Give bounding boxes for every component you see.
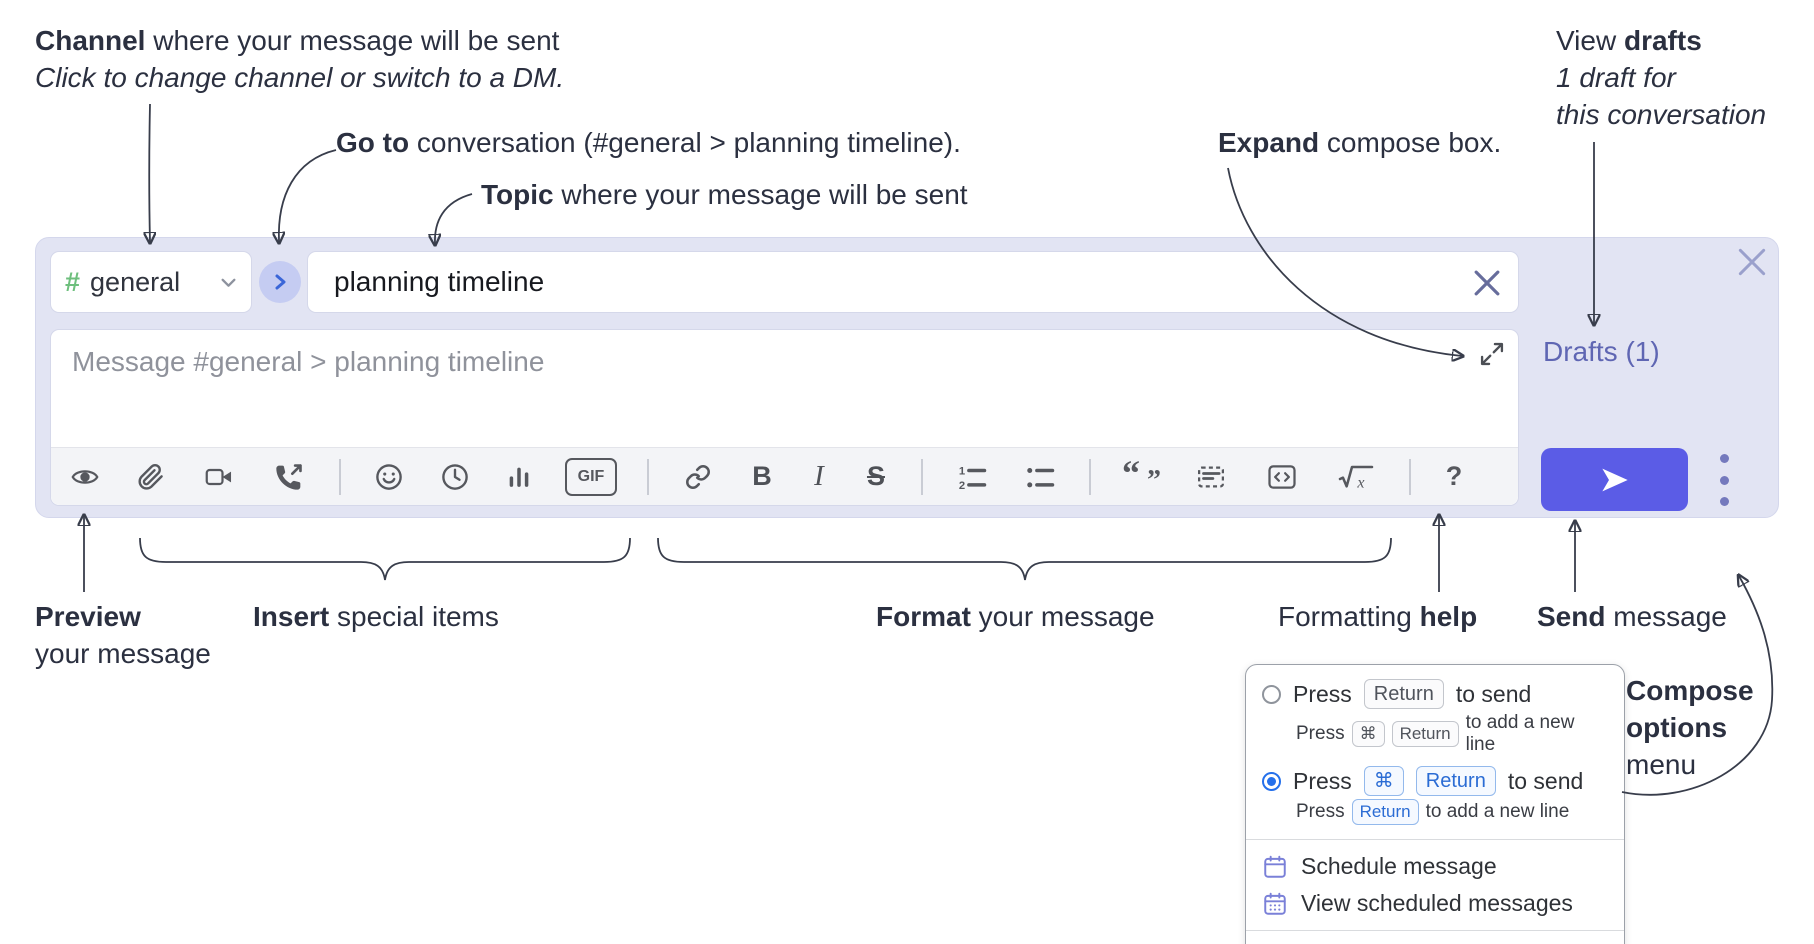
gif-icon[interactable]: GIF xyxy=(565,457,617,496)
kbd-return: Return xyxy=(1363,679,1444,709)
annotation-send: Send message xyxy=(1537,601,1727,632)
compose-options-menu: Press Return to send Press ⌘ Return to a… xyxy=(1245,664,1625,944)
channel-hash-icon: # xyxy=(65,266,81,297)
drafts-link[interactable]: Drafts (1) xyxy=(1543,336,1660,367)
close-compose-icon[interactable] xyxy=(1738,248,1766,276)
svg-text:2: 2 xyxy=(959,479,965,491)
quote-icon[interactable]: “” xyxy=(1122,452,1161,496)
bold-icon[interactable]: B xyxy=(752,461,772,491)
channel-selector[interactable]: # general xyxy=(50,251,252,313)
calendar-grid-icon xyxy=(1264,892,1286,915)
arrow-channel xyxy=(149,103,150,242)
annotation-formatting-help: Formatting help xyxy=(1278,601,1478,632)
preview-icon[interactable] xyxy=(67,459,103,495)
math-icon[interactable]: x xyxy=(1333,459,1379,495)
clear-topic-icon[interactable] xyxy=(1474,270,1500,296)
arrow-go-to xyxy=(279,149,337,242)
bulleted-list-icon[interactable] xyxy=(1021,459,1059,495)
menu-item-view-scheduled-messages[interactable]: View scheduled messages xyxy=(1246,885,1624,922)
send-icon xyxy=(1601,468,1628,491)
attach-file-icon[interactable] xyxy=(133,459,169,495)
ellipsis-dot xyxy=(1719,454,1729,463)
option-enter-to-send[interactable]: Press Return to send xyxy=(1246,675,1624,709)
kbd-return: Return xyxy=(1351,799,1419,825)
calendar-icon xyxy=(1264,855,1286,878)
kbd-return: Return xyxy=(1391,721,1459,747)
radio-unselected[interactable] xyxy=(1262,684,1281,704)
annotation-view-drafts: View drafts 1 draft for this conversatio… xyxy=(1556,25,1767,130)
annotation-go-to: Go to conversation (#general > planning … xyxy=(336,127,961,158)
option-enter-to-send-subtext: Press ⌘ Return to add a new line xyxy=(1296,712,1575,755)
toolbar-divider xyxy=(339,458,341,495)
menu-divider xyxy=(1246,930,1624,931)
send-button[interactable] xyxy=(1541,448,1688,511)
toolbar-divider xyxy=(921,458,923,495)
chevron-down-icon xyxy=(221,278,236,287)
ellipsis-dot xyxy=(1719,475,1729,485)
radio-selected[interactable] xyxy=(1262,771,1281,791)
menu-item-save-draft[interactable]: Save draft and start a new message xyxy=(1246,939,1624,944)
link-icon[interactable] xyxy=(679,459,717,495)
video-call-icon[interactable] xyxy=(199,459,239,495)
menu-divider xyxy=(1246,839,1624,840)
message-input[interactable] xyxy=(51,330,1518,448)
go-to-conversation-button[interactable] xyxy=(259,261,301,303)
voice-call-icon[interactable] xyxy=(269,459,309,495)
code-icon[interactable] xyxy=(1261,459,1303,495)
annotation-expand: Expand compose box. xyxy=(1218,127,1502,158)
message-box: GIF B I S 12 “” x ? xyxy=(50,329,1519,506)
kbd-cmd: ⌘ xyxy=(1351,721,1385,747)
menu-item-schedule-message[interactable]: Schedule message xyxy=(1246,848,1624,885)
annotation-preview: Preview your message xyxy=(35,601,211,669)
option-cmd-enter-to-send-subtext: Press Return to add a new line xyxy=(1246,796,1624,831)
compose-options-menu-button[interactable] xyxy=(1712,454,1736,506)
compose-box: # general Drafts (1) xyxy=(35,237,1779,518)
annotation-compose-options: Compose options menu xyxy=(1626,675,1754,780)
svg-text:1: 1 xyxy=(959,465,965,477)
poll-icon[interactable] xyxy=(503,459,535,495)
channel-name: general xyxy=(90,266,181,297)
ellipsis-dot xyxy=(1719,497,1729,506)
kbd-cmd: ⌘ xyxy=(1363,766,1404,796)
message-formatting-help-icon[interactable]: ? xyxy=(1445,461,1463,491)
italic-icon[interactable]: I xyxy=(814,460,824,492)
toolbar-divider xyxy=(1089,458,1091,495)
chevron-right-icon xyxy=(275,274,286,290)
toolbar-divider xyxy=(647,458,649,495)
svg-text:x: x xyxy=(1356,474,1364,491)
expand-compose-icon[interactable] xyxy=(1478,340,1506,368)
kbd-return: Return xyxy=(1415,766,1496,796)
option-cmd-enter-to-send[interactable]: Press ⌘ Return to send xyxy=(1246,762,1624,796)
topic-input-box xyxy=(307,251,1519,313)
spoiler-icon[interactable] xyxy=(1191,459,1231,495)
annotation-format: Format your message xyxy=(876,601,1155,632)
strikethrough-icon[interactable]: S xyxy=(866,461,885,491)
brace-format xyxy=(657,537,1392,581)
emoji-icon[interactable] xyxy=(371,459,407,495)
annotation-channel: Channel where your message will be sent … xyxy=(35,25,565,93)
annotation-topic: Topic where your message will be sent xyxy=(481,179,968,210)
topic-input[interactable] xyxy=(308,252,1518,312)
global-time-icon[interactable] xyxy=(437,459,473,495)
annotation-insert: Insert special items xyxy=(253,601,499,632)
brace-insert xyxy=(139,537,631,581)
toolbar-divider xyxy=(1409,458,1411,495)
